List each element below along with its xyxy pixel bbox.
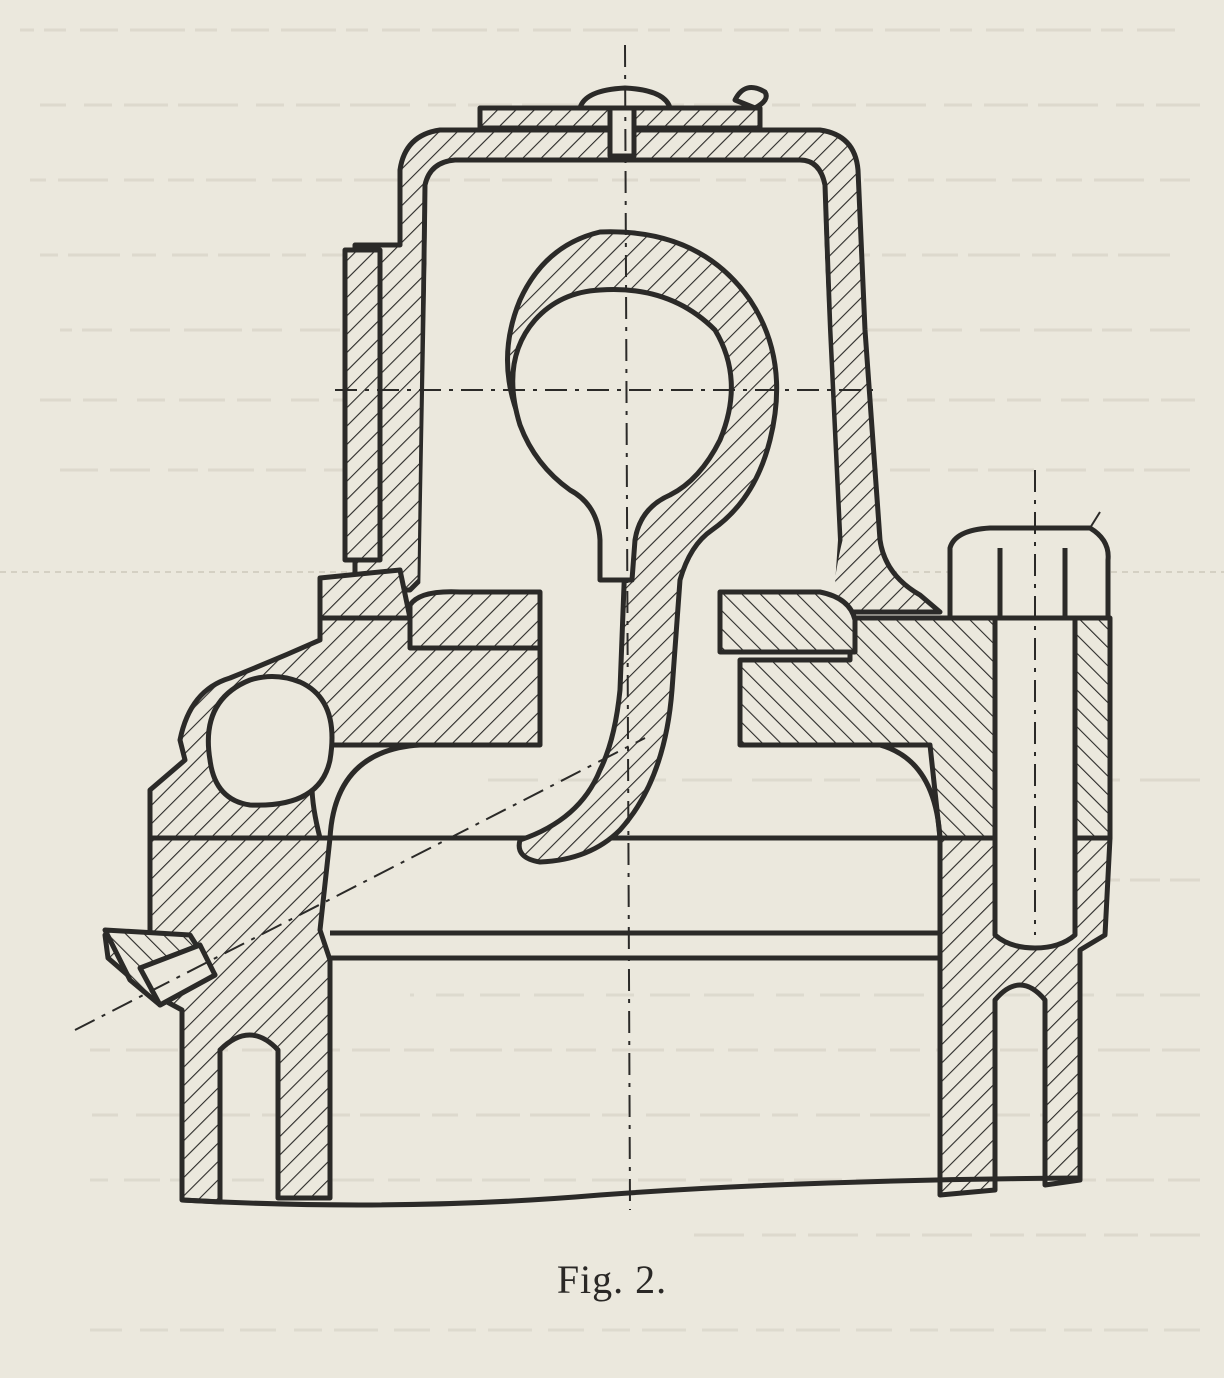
bolt-head (947, 525, 1111, 621)
top-screw-slot (607, 105, 637, 159)
valve-cavity (510, 287, 734, 583)
lower-housing-left (102, 835, 333, 1205)
cap-left-wall (342, 247, 383, 563)
central-bore (327, 742, 943, 839)
left-ledge (317, 567, 413, 621)
vertical-centerline (624, 44, 631, 1211)
cap-housing (352, 127, 943, 653)
left-passage (205, 674, 335, 808)
inclined-plug-hole (137, 942, 218, 1008)
center-ledge (407, 589, 543, 651)
figure-caption: Fig. 2. (556, 1257, 668, 1302)
center-ledge-right (717, 589, 858, 655)
check-tick (1089, 511, 1101, 529)
bottom-break-line (181, 1175, 1081, 1208)
top-screw-nib (732, 85, 769, 111)
